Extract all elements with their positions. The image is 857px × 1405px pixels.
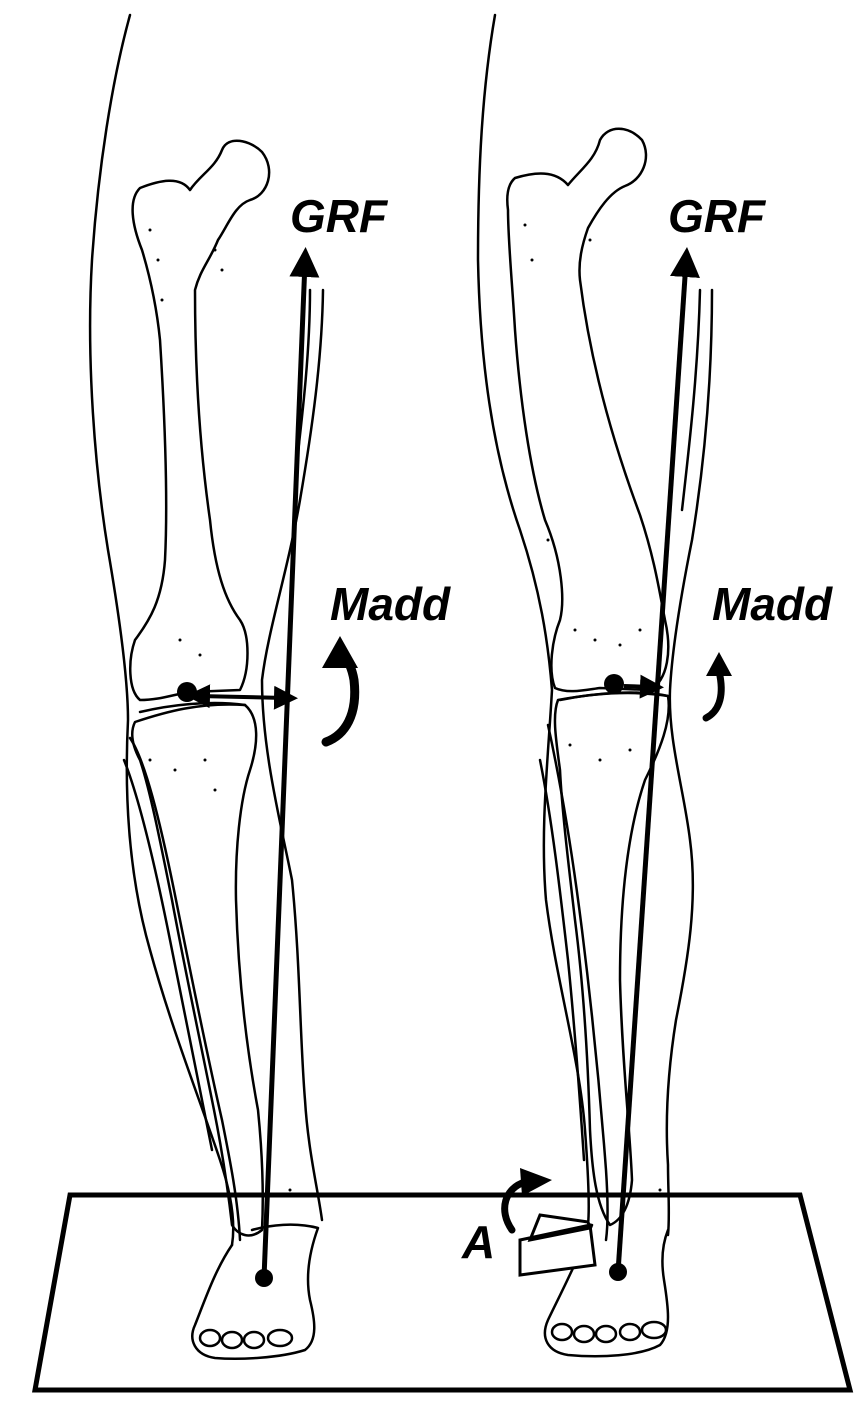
left-madd-label: Madd: [330, 578, 451, 630]
right-grf-label: GRF: [668, 190, 767, 242]
wedge-label: A: [461, 1216, 495, 1268]
left-femur: [130, 141, 269, 700]
left-moment-arm: [198, 696, 286, 698]
right-moment-arm: [624, 686, 652, 687]
floor-plate: [35, 1195, 850, 1390]
right-knee-center: [604, 674, 624, 694]
right-fibula: [548, 725, 608, 1240]
left-grf-origin-dot: [255, 1269, 273, 1287]
right-grf-origin-dot: [609, 1263, 627, 1281]
right-leg-outline-medial: [478, 15, 589, 1225]
wedge-rotation-arrowhead: [520, 1168, 552, 1196]
right-madd-arrow: [706, 676, 721, 718]
right-madd-arrowhead: [706, 652, 732, 676]
left-leg-outline-medial: [90, 15, 233, 1245]
right-femur: [507, 129, 668, 691]
left-tibia: [132, 704, 263, 1235]
right-madd-label: Madd: [712, 578, 833, 630]
left-madd-arrowhead: [322, 636, 358, 668]
left-knee-center: [177, 682, 197, 702]
left-stipple: [149, 229, 292, 1192]
left-grf-label: GRF: [290, 190, 389, 242]
right-grf-vector: [618, 262, 686, 1272]
right-stipple: [524, 224, 662, 1192]
